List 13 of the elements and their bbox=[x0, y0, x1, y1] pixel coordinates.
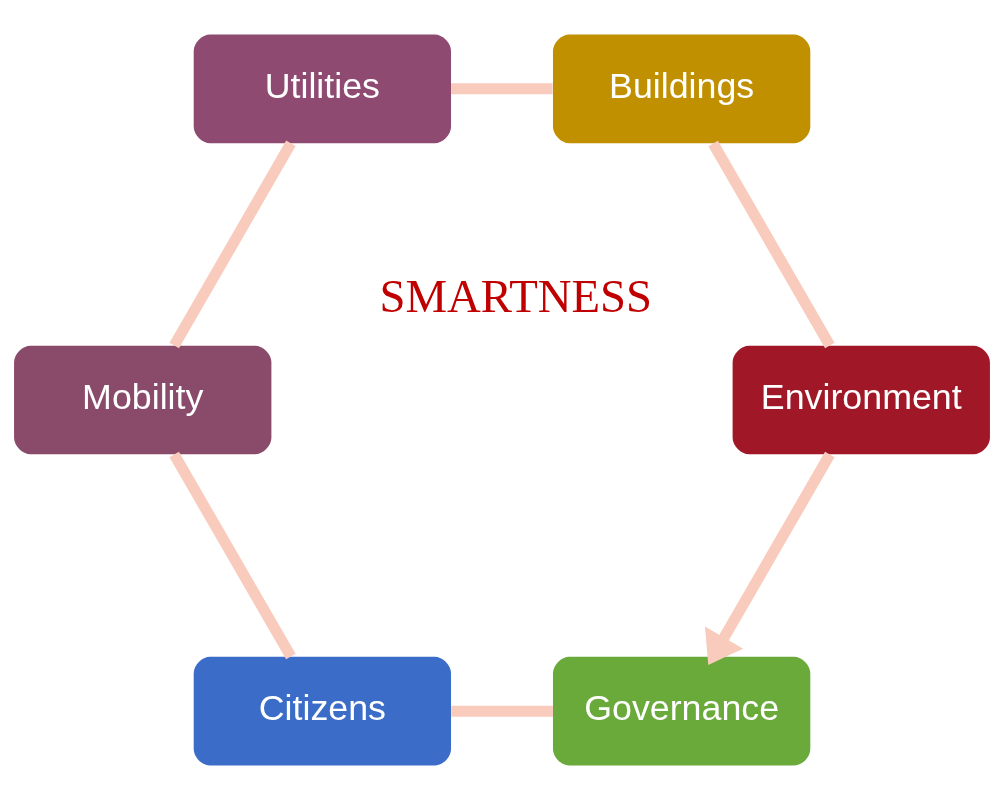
connector bbox=[451, 705, 553, 717]
node-box: Environment bbox=[732, 345, 990, 454]
node-box: Mobility bbox=[14, 345, 272, 454]
node-box: Utilities bbox=[193, 34, 452, 143]
connector bbox=[708, 140, 835, 348]
connector bbox=[169, 140, 296, 348]
connector bbox=[169, 451, 296, 659]
connector bbox=[451, 82, 553, 94]
node-box: Citizens bbox=[193, 656, 452, 765]
node-box: Governance bbox=[552, 656, 811, 765]
node-box: Buildings bbox=[552, 34, 811, 143]
label: SMARTNESS bbox=[379, 269, 653, 322]
arrow bbox=[704, 451, 835, 665]
